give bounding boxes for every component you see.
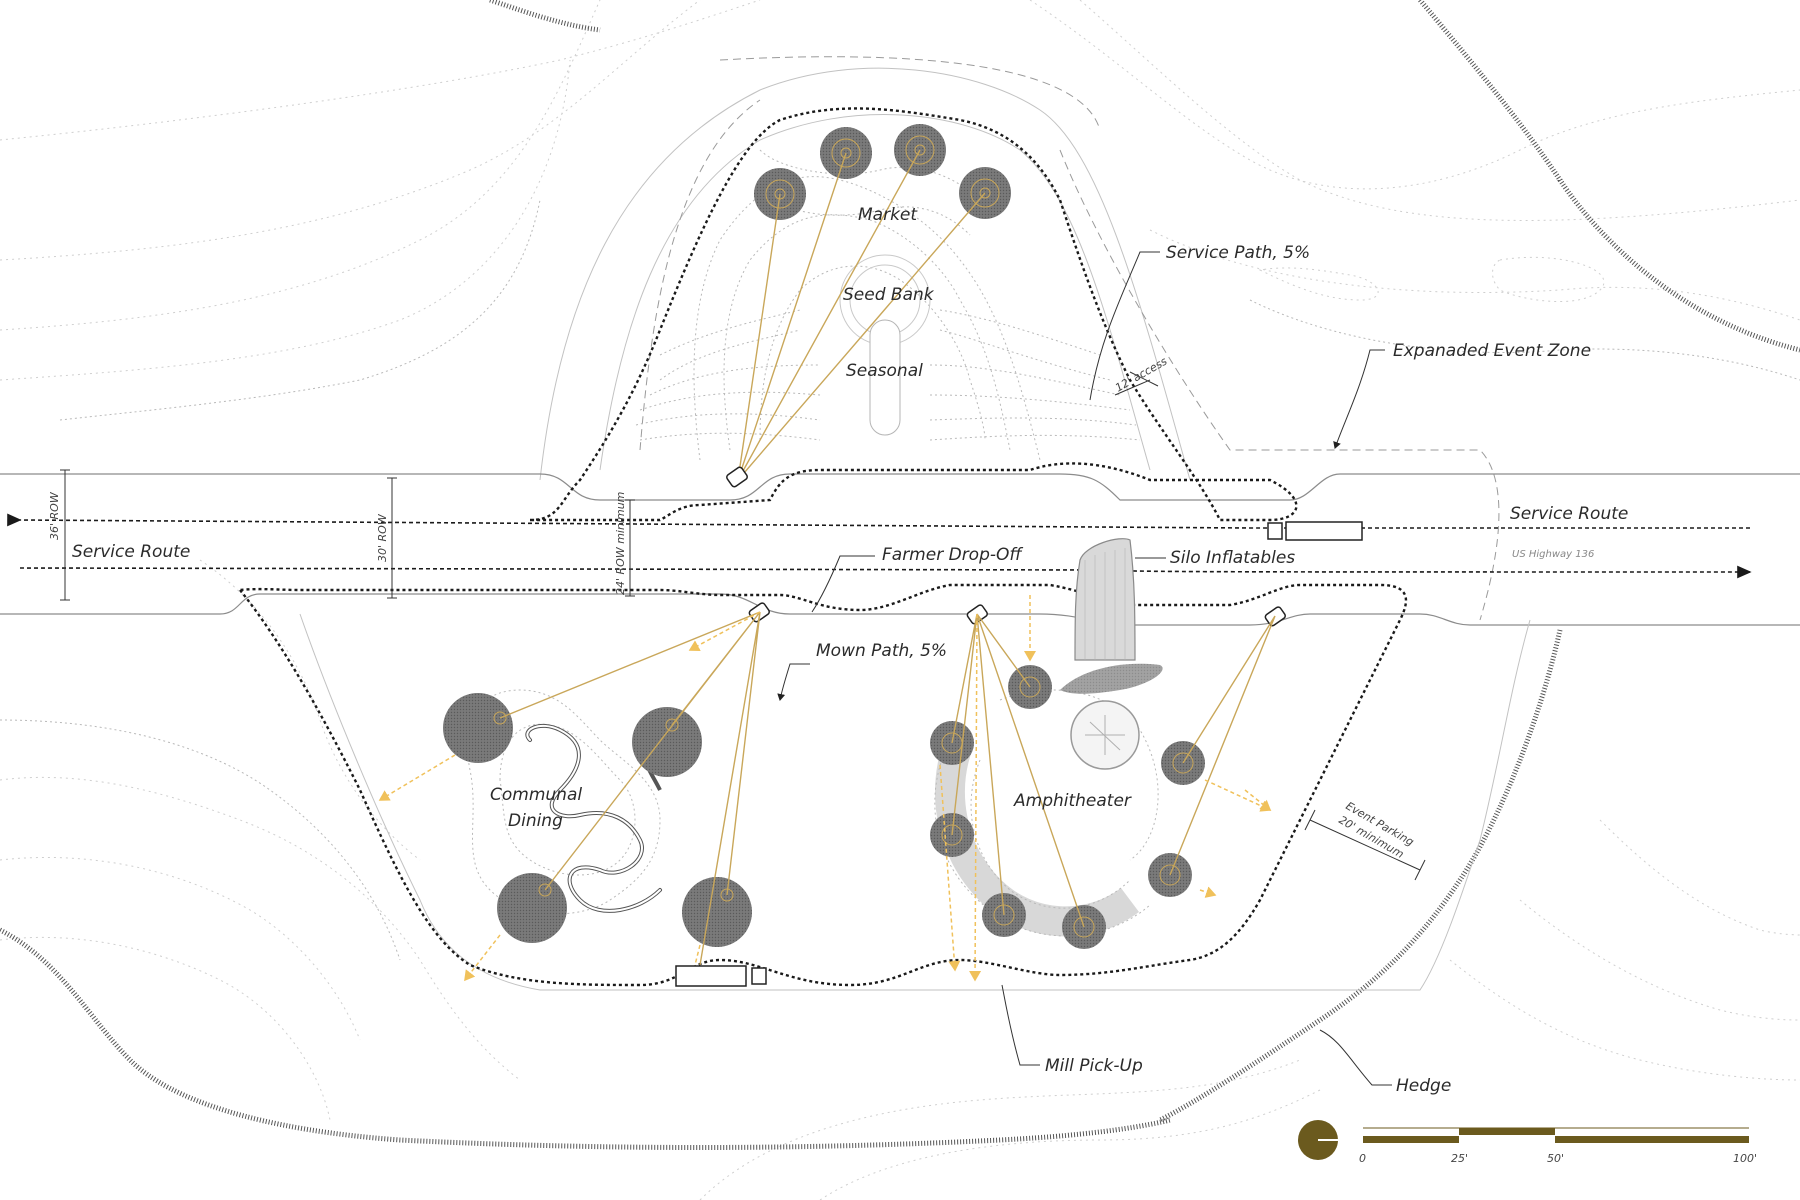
silo-icon — [497, 873, 567, 943]
silo-inflatables-label: Silo Inflatables — [1170, 548, 1295, 568]
scale-tick-100: 100' — [1733, 1152, 1757, 1165]
scale-tick-25: 25' — [1451, 1152, 1468, 1165]
access-label: 12' access — [1113, 354, 1170, 394]
silo-icon — [682, 877, 752, 947]
truck-icon — [675, 965, 767, 987]
north-zone — [539, 56, 1500, 621]
hedge-lines — [0, 0, 1800, 1150]
communal-label: Communal — [490, 785, 582, 805]
mill-pickup-label: Mill Pick-Up — [1045, 1056, 1143, 1076]
service-path-south — [237, 583, 1408, 987]
amphitheater-label: Amphitheater — [1013, 791, 1132, 811]
mown-path-label: Mown Path, 5% — [816, 641, 947, 661]
service-route-label-right: Service Route — [1510, 504, 1628, 524]
scale-bar: 0 25' 50' 100' — [1359, 1127, 1757, 1165]
farmer-dropoff-label: Farmer Drop-Off — [882, 545, 1023, 565]
scale-tick-50: 50' — [1547, 1152, 1564, 1165]
service-path-label: Service Path, 5% — [1166, 243, 1310, 263]
dining-label: Dining — [508, 811, 563, 831]
row-24-label: 24' ROW minimum — [614, 492, 627, 595]
row-36-label: 36' ROW — [48, 491, 61, 540]
row-30-label: 30' ROW — [376, 513, 389, 562]
silo-icon — [632, 707, 702, 777]
silo-icon — [443, 693, 513, 763]
service-route-label-left: Service Route — [72, 542, 190, 562]
seasonal-label: Seasonal — [846, 361, 923, 381]
expanded-event-zone-label: Expanaded Event Zone — [1393, 341, 1591, 361]
north-arrow-icon — [1298, 1120, 1340, 1160]
seed-bank — [839, 254, 931, 436]
scale-tick-0: 0 — [1359, 1152, 1366, 1165]
market-silos — [726, 124, 1011, 488]
us-highway-label: US Highway 136 — [1512, 549, 1594, 560]
truck-icon — [1267, 521, 1363, 541]
label-leaders — [777, 251, 1426, 1086]
communal-dining-area — [378, 611, 761, 987]
hedge-label: Hedge — [1396, 1076, 1451, 1096]
amphitheater-area — [930, 595, 1276, 982]
silo-inflatable — [1060, 538, 1163, 694]
market-label: Market — [858, 205, 918, 225]
seed-bank-label: Seed Bank — [843, 285, 935, 305]
